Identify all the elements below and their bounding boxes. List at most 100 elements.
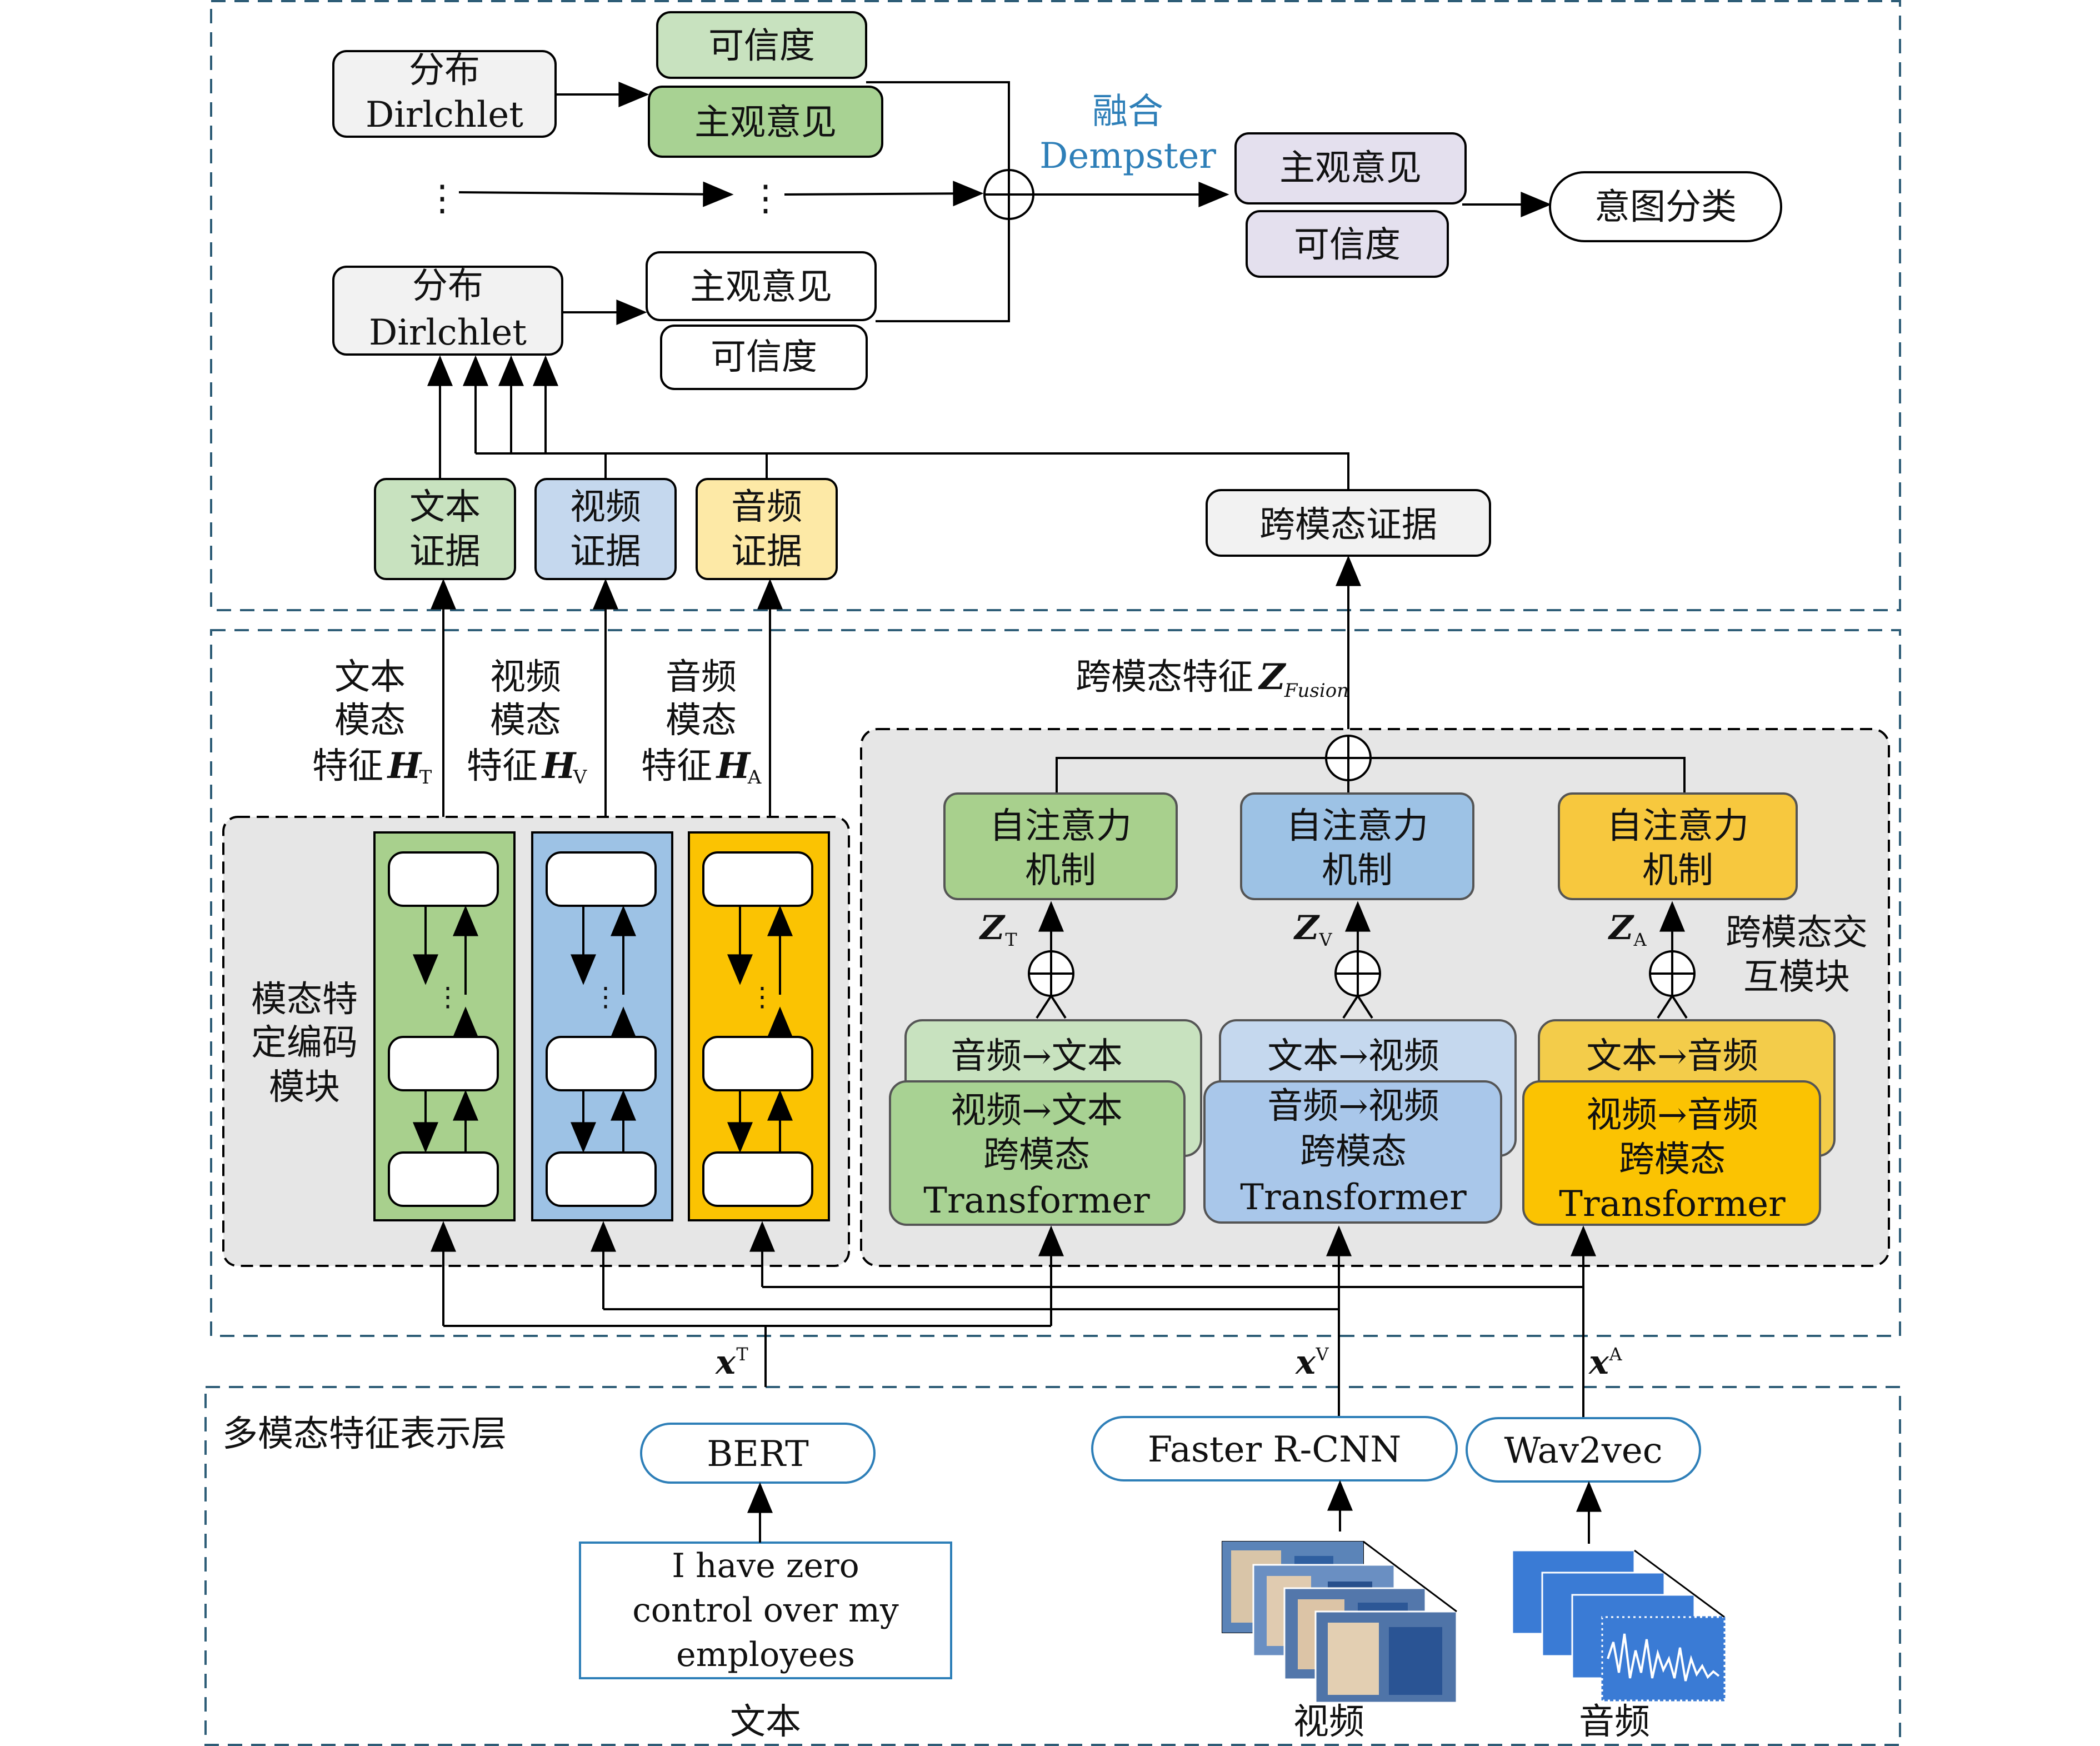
dirichlet-box-1: 分布 Dirlchlet xyxy=(332,50,557,138)
cross-modal-evidence-box: 跨模态证据 xyxy=(1206,489,1491,557)
opinion-box-1: 主观意见 xyxy=(648,86,883,158)
output-opinion-label: 主观意见 xyxy=(1279,148,1422,189)
sentence-line1: I have zero xyxy=(672,1547,859,1585)
z-video-subscript: V xyxy=(1318,929,1332,950)
credibility-1-label: 可信度 xyxy=(708,26,815,67)
video-evidence-line1: 视频 xyxy=(570,487,641,528)
sentence-box: I have zero control over my employees xyxy=(579,1542,952,1679)
output-opinion-box: 主观意见 xyxy=(1234,132,1467,204)
video-feature-line2: 模态 xyxy=(490,700,561,741)
video-caption: 视频 xyxy=(1293,1702,1364,1743)
dirichlet-box-2: 分布 Dirlchlet xyxy=(332,266,563,356)
video-feature-symbol: H xyxy=(541,745,577,787)
dirichlet-2-line2: Dirlchlet xyxy=(369,312,527,353)
video-frames-icon xyxy=(1222,1540,1458,1704)
z-video-symbol: Z xyxy=(1293,909,1320,947)
opinion-box-2: 主观意见 xyxy=(646,251,877,321)
audio-evidence-line1: 音频 xyxy=(731,487,802,528)
encoding-layer-frame xyxy=(210,629,1901,1337)
audio-evidence-box: 音频 证据 xyxy=(696,478,838,580)
z-text-label: Z T xyxy=(979,909,1017,950)
audio-waveform-icon xyxy=(1511,1549,1726,1702)
text-feature-line3: 特征 xyxy=(312,746,383,787)
audio-transformer-line3: Transformer xyxy=(1559,1184,1786,1225)
text-caption: 文本 xyxy=(730,1702,801,1743)
opinion-2-label: 主观意见 xyxy=(690,267,832,308)
wav2vec-label: Wav2vec xyxy=(1504,1430,1662,1471)
audio-transformer-line1: 视频→音频 xyxy=(1586,1095,1758,1136)
audio-encoder-column: ⋮ xyxy=(688,831,830,1221)
wav2vec-box: Wav2vec xyxy=(1466,1417,1701,1483)
video-self-attention-box: 自注意力 机制 xyxy=(1240,792,1474,900)
x-audio-symbol: x xyxy=(1588,1343,1609,1382)
text-feature-label: 文本 模态 特征 H T xyxy=(312,657,432,789)
video-attention-line1: 自注意力 xyxy=(1286,806,1428,847)
cross-evidence-label: 跨模态证据 xyxy=(1259,505,1437,546)
fusion-label-1: 融合 xyxy=(1092,91,1163,132)
video-encoder-dots: ⋮ xyxy=(592,981,619,1012)
bert-label: BERT xyxy=(707,1434,809,1475)
video-encoder-column: ⋮ xyxy=(531,831,673,1221)
audio-feature-line2: 模态 xyxy=(666,700,737,741)
video-transformer-stack: 文本→视频 音频→视频 跨模态 Transformer xyxy=(1203,1019,1517,1224)
dirichlet-1-line1: 分布 xyxy=(409,50,480,91)
credibility-box-1: 可信度 xyxy=(656,11,867,79)
text-transformer-stack: 音频→文本 视频→文本 跨模态 Transformer xyxy=(889,1019,1202,1226)
audio-self-attention-box: 自注意力 机制 xyxy=(1558,792,1798,900)
z-audio-symbol: Z xyxy=(1608,909,1634,947)
audio-transformer-stack: 文本→音频 视频→音频 跨模态 Transformer xyxy=(1522,1019,1836,1226)
x-text-label: x T xyxy=(714,1343,748,1382)
audio-feature-subscript: A xyxy=(747,766,762,789)
video-feature-line1: 视频 xyxy=(490,657,561,698)
audio-feature-label: 音频 模态 特征 H A xyxy=(641,657,762,789)
interaction-module-label: 跨模态交 互模块 xyxy=(1726,912,1868,998)
text-feature-line1: 文本 xyxy=(334,657,406,698)
dirichlet-2-line1: 分布 xyxy=(412,266,483,307)
video-transformer-line2: 跨模态 xyxy=(1300,1131,1407,1173)
encoder-module-label: 模态特 定编码 模块 xyxy=(251,979,358,1108)
dirichlet-1-line2: Dirlchlet xyxy=(366,94,523,136)
x-audio-superscript: A xyxy=(1608,1344,1622,1365)
representation-layer-label: 多模态特征表示层 xyxy=(222,1414,507,1455)
text-encoder-dots: ⋮ xyxy=(434,981,461,1012)
video-feature-label: 视频 模态 特征 H V xyxy=(467,657,588,789)
cross-feature-subscript: Fusion xyxy=(1284,680,1349,702)
intent-classification-box: 意图分类 xyxy=(1549,171,1782,242)
x-video-label: x V xyxy=(1294,1343,1329,1382)
text-transformer-back-label: 音频→文本 xyxy=(951,1036,1123,1077)
ellipsis-left: ⋮ xyxy=(424,178,460,219)
audio-merge-plus-circle-icon xyxy=(1649,901,1696,1019)
audio-evidence-line2: 证据 xyxy=(731,531,802,572)
text-attention-line2: 机制 xyxy=(1025,850,1096,891)
cross-modal-feature-label: 跨模态特征 Z Fusion xyxy=(1076,656,1349,702)
encoder-label-line1: 模态特 xyxy=(251,979,358,1020)
text-evidence-line1: 文本 xyxy=(409,487,481,528)
sentence-line2: control over my xyxy=(632,1591,899,1630)
video-evidence-box: 视频 证据 xyxy=(534,478,677,580)
bert-box: BERT xyxy=(640,1423,876,1484)
z-video-label: Z V xyxy=(1293,909,1332,950)
video-feature-subscript: V xyxy=(573,766,588,789)
interaction-label-line1: 跨模态交 xyxy=(1726,912,1868,954)
text-merge-plus-circle-icon xyxy=(1028,901,1074,1019)
video-evidence-line2: 证据 xyxy=(570,531,641,572)
text-feature-line2: 模态 xyxy=(334,700,406,741)
text-feature-symbol: H xyxy=(387,745,423,787)
x-video-symbol: x xyxy=(1294,1343,1316,1382)
video-transformer-line3: Transformer xyxy=(1240,1177,1467,1218)
video-transformer-line1: 音频→视频 xyxy=(1267,1086,1439,1127)
opinion-1-label: 主观意见 xyxy=(694,102,837,143)
fusion-label-2: Dempster xyxy=(1039,136,1216,177)
z-text-subscript: T xyxy=(1005,929,1017,950)
x-text-symbol: x xyxy=(714,1343,736,1382)
video-merge-plus-circle-icon xyxy=(1334,901,1381,1019)
audio-feature-line3: 特征 xyxy=(641,746,712,787)
faster-rcnn-label: Faster R-CNN xyxy=(1148,1429,1401,1470)
text-encoder-column: ⋮ xyxy=(373,831,516,1221)
cross-feature-text: 跨模态特征 xyxy=(1076,657,1253,698)
x-text-superscript: T xyxy=(736,1344,748,1365)
z-audio-subscript: A xyxy=(1633,929,1647,950)
x-audio-label: x A xyxy=(1588,1343,1622,1382)
video-feature-line3: 特征 xyxy=(467,746,538,787)
dempster-plus-circle-icon xyxy=(983,169,1034,220)
